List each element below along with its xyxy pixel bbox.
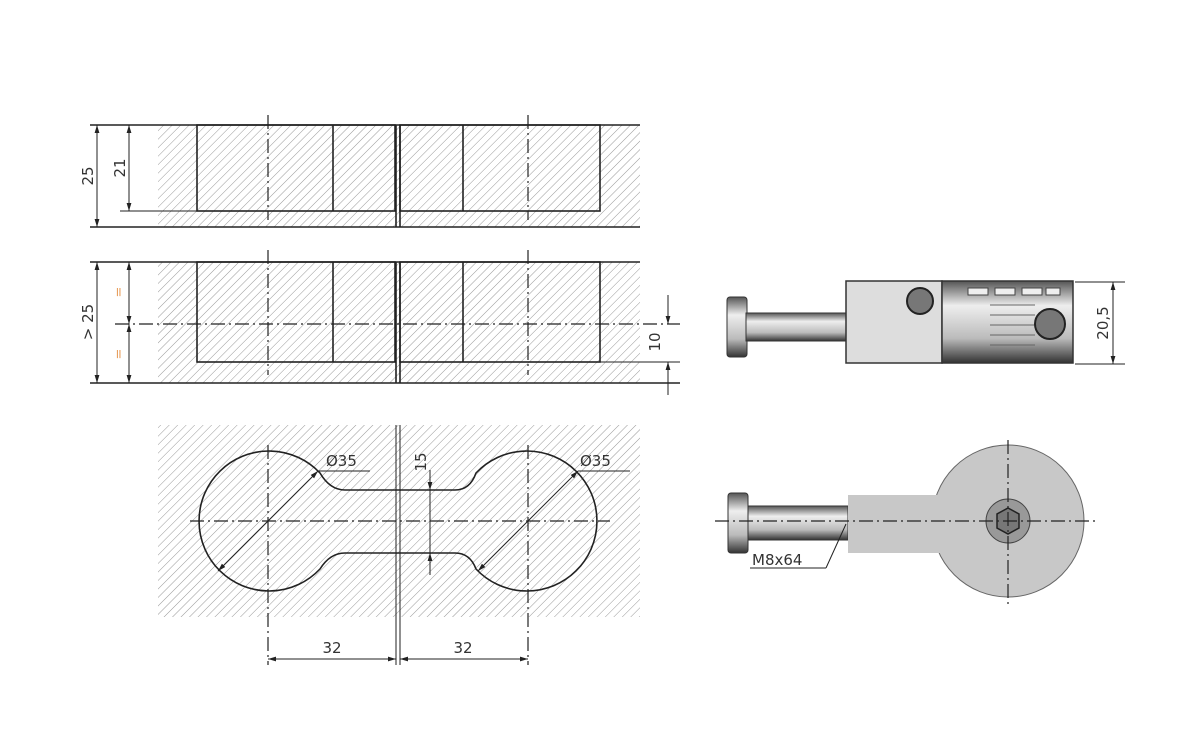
dim-min-thickness: > 25 xyxy=(79,304,97,340)
dim-diameter-left: Ø35 xyxy=(326,452,357,470)
fitting-side-view: 20,5 xyxy=(726,280,1125,365)
dim-depth: 21 xyxy=(111,158,129,177)
equal-mark-upper: = xyxy=(112,287,127,298)
dim-diameter-right: Ø35 xyxy=(580,452,611,470)
equal-mark-lower: = xyxy=(112,349,127,360)
dim-fitting-height: 20,5 xyxy=(1094,306,1112,339)
screw-icon xyxy=(906,287,934,315)
dim-spacing-right: 32 xyxy=(453,639,472,657)
dim-spacing-left: 32 xyxy=(322,639,341,657)
plan-view: Ø35 Ø35 15 32 32 xyxy=(158,425,640,665)
section-middle: > 25 = = 10 xyxy=(79,250,680,395)
dim-offset: 10 xyxy=(646,332,664,351)
dim-total-height: 25 xyxy=(79,166,97,185)
fitting-top-view: M8x64 xyxy=(715,440,1095,605)
screw-icon xyxy=(1034,308,1066,340)
dim-slot-width: 15 xyxy=(412,452,430,471)
bolt-spec-label: M8x64 xyxy=(752,551,802,569)
section-top: 25 21 xyxy=(79,115,640,228)
